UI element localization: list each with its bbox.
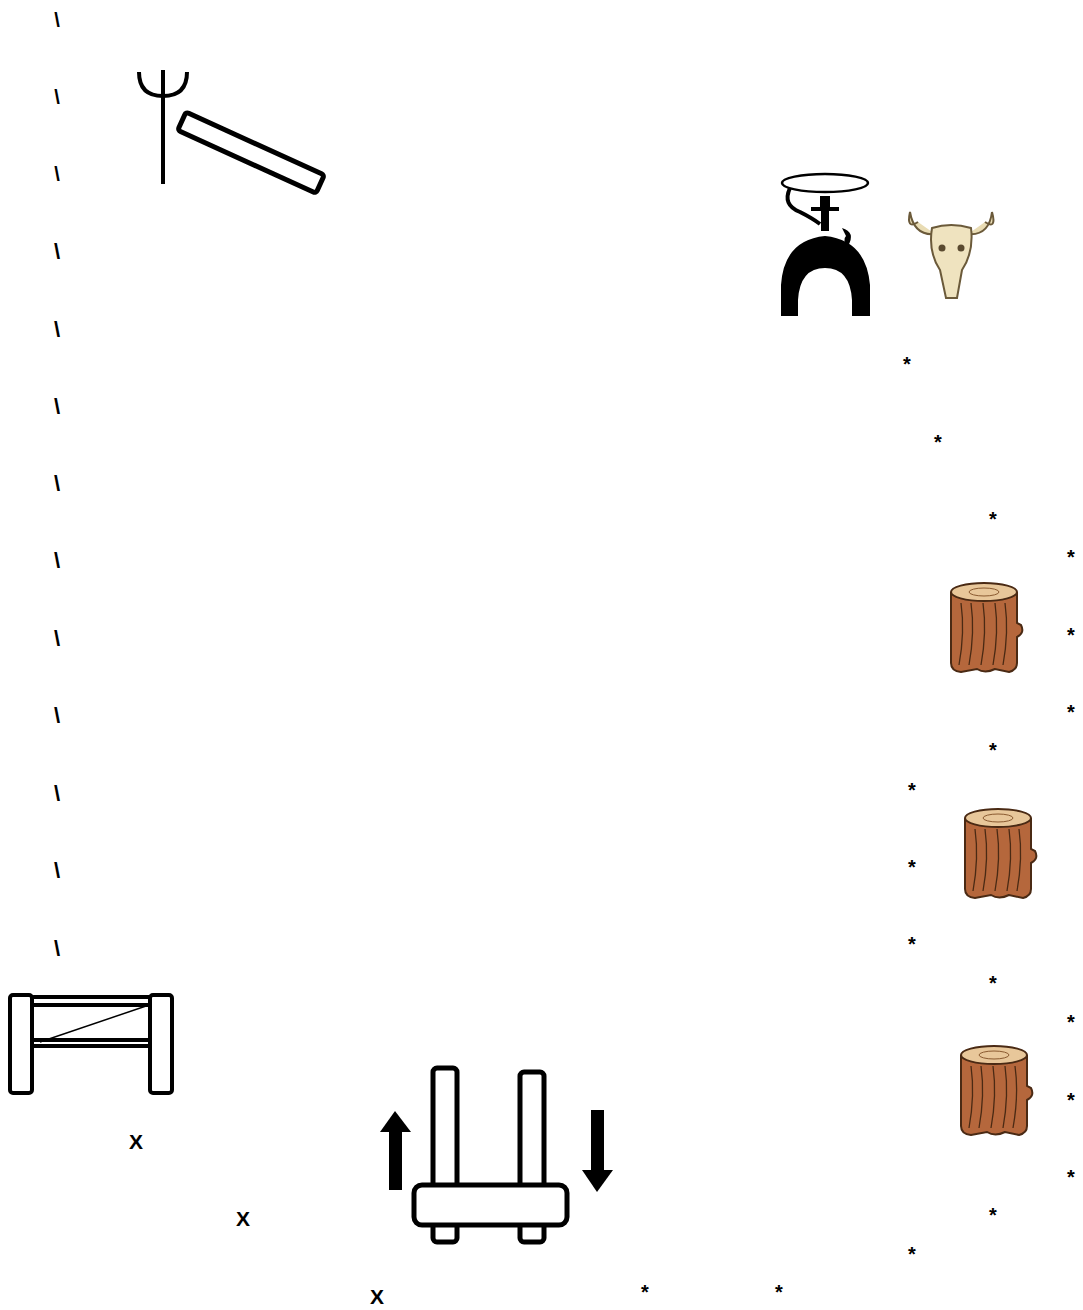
start-mark: X bbox=[370, 1286, 384, 1307]
arrow-head bbox=[582, 1170, 613, 1192]
tree-stump bbox=[961, 1046, 1032, 1135]
direction-arrows bbox=[380, 1110, 613, 1192]
lane-mark: \ bbox=[54, 860, 60, 882]
tilted-board bbox=[178, 112, 325, 193]
bark-line bbox=[969, 603, 973, 665]
skull-head bbox=[931, 225, 972, 298]
stump-bark bbox=[961, 1056, 1032, 1135]
lane-mark: \ bbox=[54, 783, 60, 805]
bark-line bbox=[959, 603, 963, 665]
pole-tip bbox=[161, 70, 165, 90]
bark-line bbox=[973, 829, 977, 891]
lane-mark: \ bbox=[54, 164, 60, 184]
arrow-shaft bbox=[591, 1110, 604, 1172]
stump-top bbox=[965, 809, 1031, 827]
bark-line bbox=[1007, 829, 1011, 891]
gate-icon bbox=[10, 995, 172, 1093]
bark-line bbox=[995, 829, 999, 891]
steer-skull bbox=[909, 212, 993, 298]
stump-group bbox=[951, 583, 1036, 1135]
start-mark: X bbox=[129, 1131, 143, 1152]
stump-ring bbox=[983, 814, 1013, 822]
arrow-shaft bbox=[389, 1130, 402, 1190]
course-marker: * bbox=[989, 1205, 997, 1225]
gate-bar bbox=[32, 1040, 152, 1046]
gate-post bbox=[150, 995, 172, 1093]
arrow-head bbox=[380, 1111, 411, 1132]
bark-line bbox=[991, 1066, 995, 1128]
stump-bark bbox=[951, 593, 1022, 672]
course-marker: * bbox=[641, 1282, 649, 1302]
course-marker: * bbox=[903, 354, 911, 374]
bark-line bbox=[983, 829, 987, 891]
lane-mark: \ bbox=[54, 705, 60, 727]
lasso-rope bbox=[788, 188, 820, 224]
stump-ring bbox=[969, 588, 999, 596]
course-marker: * bbox=[1067, 547, 1075, 567]
course-marker: * bbox=[989, 973, 997, 993]
bark-line bbox=[1003, 603, 1007, 665]
course-marker: * bbox=[775, 1282, 783, 1302]
lane-mark: \ bbox=[54, 396, 60, 418]
stump-top bbox=[961, 1046, 1027, 1064]
lane-mark: \ bbox=[54, 550, 60, 572]
chute-base bbox=[414, 1185, 567, 1225]
lane-mark: \ bbox=[54, 319, 60, 341]
skull-eye bbox=[939, 245, 946, 252]
lane-mark: \ bbox=[54, 10, 60, 30]
pole-line bbox=[161, 88, 165, 184]
course-marker: * bbox=[1067, 1012, 1075, 1032]
bark-line bbox=[981, 603, 985, 665]
lane-mark: \ bbox=[54, 241, 60, 263]
cowboy-body bbox=[821, 211, 829, 231]
course-marker: * bbox=[1067, 702, 1075, 722]
course-marker: * bbox=[908, 780, 916, 800]
gate-bar bbox=[32, 997, 152, 1005]
course-marker: * bbox=[934, 432, 942, 452]
lane-mark: \ bbox=[54, 473, 60, 495]
lane-mark: \ bbox=[54, 628, 60, 650]
course-marker: * bbox=[1067, 1090, 1075, 1110]
course-marker: * bbox=[1067, 625, 1075, 645]
course-marker: * bbox=[908, 1244, 916, 1264]
course-marker: * bbox=[989, 509, 997, 529]
bark-line bbox=[1003, 1066, 1007, 1128]
horse-arch bbox=[781, 236, 870, 316]
cowboy-icon bbox=[781, 174, 870, 316]
lane-mark: \ bbox=[54, 87, 60, 107]
stump-ring bbox=[979, 1051, 1009, 1059]
bark-line bbox=[969, 1066, 973, 1128]
bark-line bbox=[993, 603, 997, 665]
tree-stump bbox=[951, 583, 1022, 672]
lane-mark: \ bbox=[54, 938, 60, 960]
gate-post bbox=[10, 995, 32, 1093]
bark-line bbox=[1017, 829, 1021, 891]
hat-brim bbox=[811, 207, 839, 211]
tree-stump bbox=[965, 809, 1036, 898]
bark-line bbox=[1013, 1066, 1017, 1128]
stump-bark bbox=[965, 819, 1036, 898]
start-mark: X bbox=[236, 1208, 250, 1229]
gate-brace bbox=[40, 1004, 152, 1042]
stump-top bbox=[951, 583, 1017, 601]
bark-line bbox=[979, 1066, 983, 1128]
course-marker: * bbox=[908, 934, 916, 954]
lasso-loop bbox=[782, 174, 868, 192]
skull-eye bbox=[958, 245, 965, 252]
course-marker: * bbox=[908, 857, 916, 877]
chute-icon bbox=[414, 1068, 567, 1242]
course-marker: * bbox=[989, 740, 997, 760]
course-marker: * bbox=[1067, 1167, 1075, 1187]
